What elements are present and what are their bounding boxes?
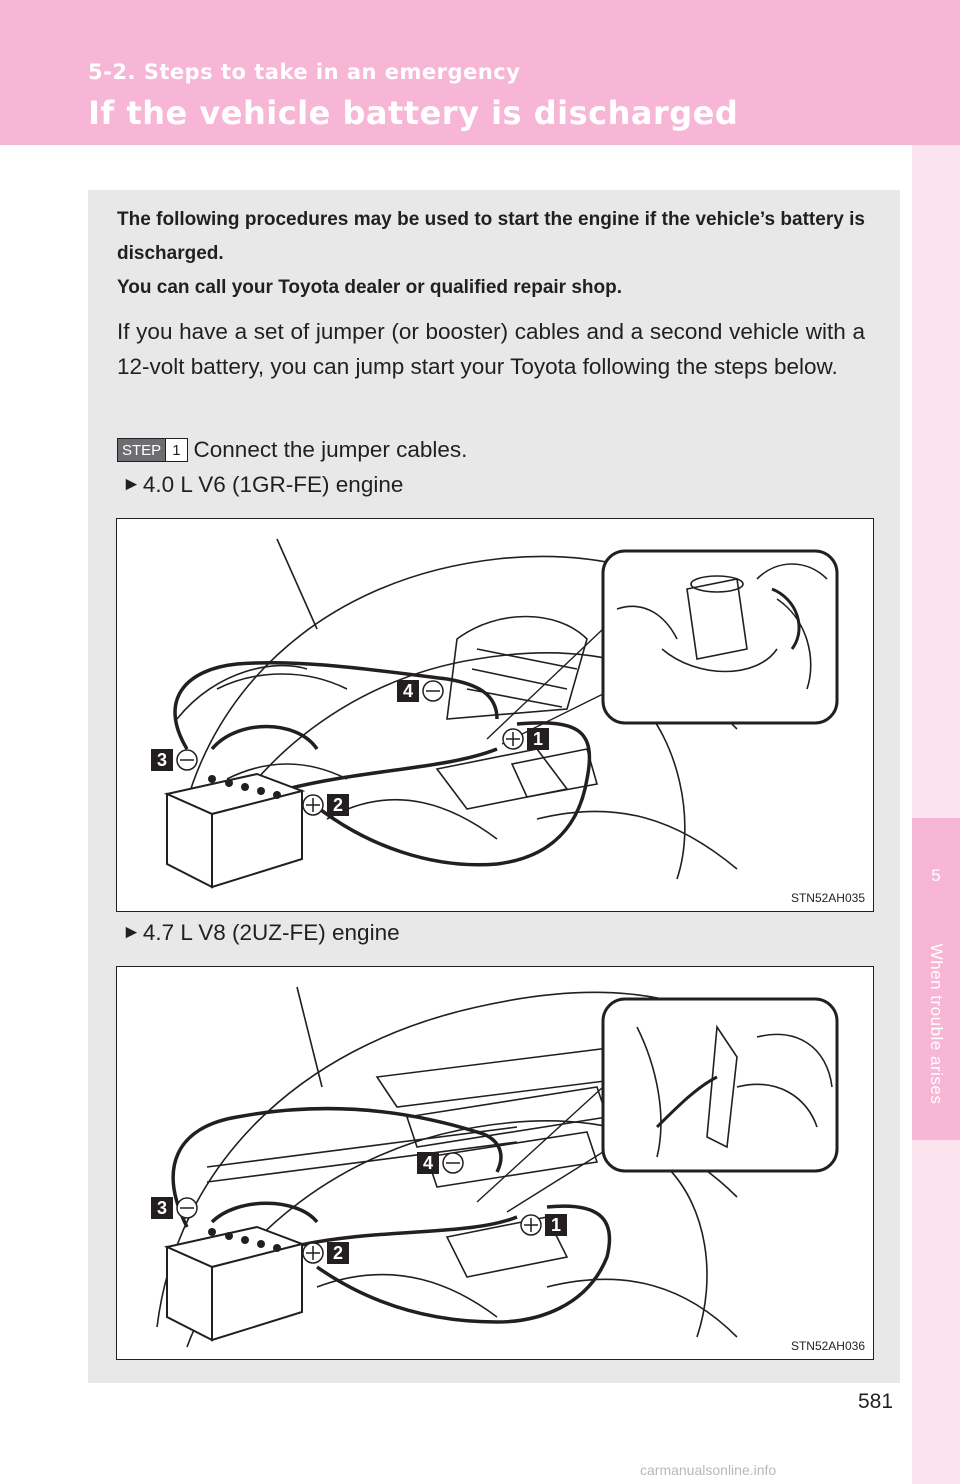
triangle-arrow-icon: ► bbox=[122, 474, 141, 495]
step-badge: STEP 1 bbox=[117, 438, 188, 462]
engine-label-v6: ► 4.0 L V6 (1GR-FE) engine bbox=[122, 472, 403, 498]
svg-text:2: 2 bbox=[333, 1243, 343, 1263]
triangle-arrow-icon: ► bbox=[122, 922, 141, 943]
engine-illustration bbox=[156, 986, 839, 1348]
engine-label-v8: ► 4.7 L V8 (2UZ-FE) engine bbox=[122, 920, 400, 946]
callouts-layer: 1 2 3 4 bbox=[151, 680, 549, 816]
figure-v6-engine: 1 2 3 4 STN52AH035 bbox=[116, 518, 874, 912]
step-badge-word: STEP bbox=[118, 439, 166, 461]
svg-text:4: 4 bbox=[423, 1153, 433, 1173]
engine-label-text: 4.7 L V8 (2UZ-FE) engine bbox=[142, 920, 400, 945]
step-badge-number: 1 bbox=[165, 439, 187, 461]
intro-text: The following procedures may be used to … bbox=[117, 203, 865, 305]
figure-code: STN52AH035 bbox=[790, 891, 865, 905]
callout-3: 3 bbox=[151, 749, 198, 771]
page-title: If the vehicle battery is discharged bbox=[88, 94, 739, 132]
header-band bbox=[0, 0, 960, 145]
callout-4: 4 bbox=[417, 1152, 464, 1174]
svg-text:2: 2 bbox=[333, 795, 343, 815]
svg-text:1: 1 bbox=[551, 1215, 561, 1235]
figure-v8-engine: 1 2 3 4 STN52AH036 bbox=[116, 966, 874, 1360]
callout-1: 1 bbox=[502, 728, 549, 750]
chapter-label: When trouble arises bbox=[927, 943, 946, 1105]
chapter-number: 5 bbox=[931, 866, 941, 885]
svg-text:3: 3 bbox=[157, 1198, 167, 1218]
step-text: Connect the jumper cables. bbox=[193, 437, 468, 462]
side-tab-strip bbox=[912, 145, 960, 1484]
body-paragraph: If you have a set of jumper (or booster)… bbox=[117, 319, 865, 379]
engine-illustration bbox=[163, 538, 839, 889]
section-heading: 5-2. Steps to take in an emergency bbox=[88, 60, 521, 84]
callouts-layer: 1 2 3 4 bbox=[151, 1152, 567, 1264]
page-number: 581 bbox=[858, 1390, 894, 1413]
watermark: carmanualsonline.info bbox=[640, 1462, 777, 1478]
svg-text:3: 3 bbox=[157, 750, 167, 770]
step-1: STEP 1 Connect the jumper cables. bbox=[117, 432, 467, 468]
figure-code: STN52AH036 bbox=[790, 1339, 865, 1353]
callout-4: 4 bbox=[397, 680, 444, 702]
callout-3: 3 bbox=[151, 1197, 198, 1219]
intro-line-2: You can call your Toyota dealer or quali… bbox=[117, 277, 623, 298]
engine-label-text: 4.0 L V6 (1GR-FE) engine bbox=[142, 472, 404, 497]
callout-1: 1 bbox=[520, 1214, 567, 1236]
chapter-tab[interactable] bbox=[912, 818, 960, 1140]
svg-text:4: 4 bbox=[403, 681, 413, 701]
svg-text:1: 1 bbox=[533, 729, 543, 749]
callout-2: 2 bbox=[302, 794, 349, 816]
callout-2: 2 bbox=[302, 1242, 349, 1264]
intro-line-1: The following procedures may be used to … bbox=[117, 209, 865, 264]
